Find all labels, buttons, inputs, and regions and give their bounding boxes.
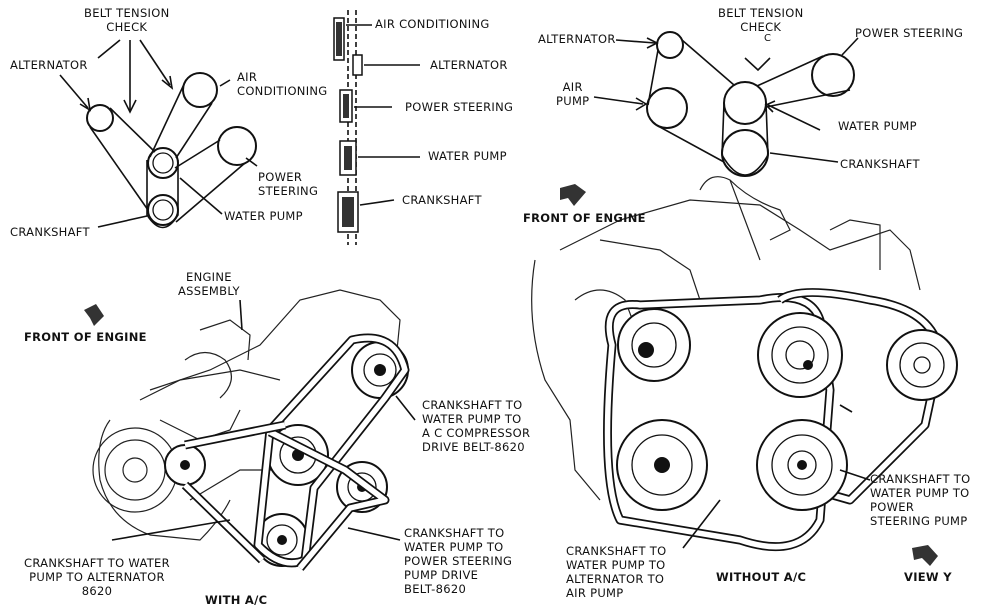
bl-belt-alt: CRANKSHAFT TO WATER PUMP TO ALTERNATOR 8… — [24, 556, 170, 598]
belt-alt-crank — [89, 126, 149, 211]
alternator-pulley — [617, 308, 691, 382]
tr-air-pump: AIR PUMP — [556, 80, 590, 108]
crankshaft-pulley — [721, 129, 769, 177]
alternator-pulley — [656, 31, 684, 59]
view-y-arrow — [912, 545, 938, 566]
br-caption: WITHOUT A/C — [716, 570, 807, 584]
power-steering-pulley — [886, 329, 958, 401]
tl-crankshaft: CRANKSHAFT — [10, 225, 90, 239]
tr-check-letter: C — [764, 33, 772, 44]
tl-belt-tension-check: BELT TENSION CHECK — [84, 6, 170, 34]
bl-caption: WITH A/C — [205, 593, 268, 607]
top-right-schematic — [560, 31, 859, 206]
bl-belt-ac: CRANKSHAFT TO WATER PUMP TO A C COMPRESS… — [422, 398, 531, 454]
tr-belt-tension-check: BELT TENSION CHECK — [718, 6, 804, 34]
water-pump-pulley — [723, 81, 767, 125]
stack-air-conditioning: AIR CONDITIONING — [375, 17, 490, 31]
stack-alternator: ALTERNATOR — [430, 58, 508, 72]
tl-alternator: ALTERNATOR — [10, 58, 88, 72]
tr-water-pump: WATER PUMP — [838, 119, 917, 133]
belt-ac — [149, 79, 187, 158]
power-steering-pulley — [811, 53, 855, 97]
stack-water-pump: WATER PUMP — [428, 149, 507, 163]
power-steering-pulley — [217, 126, 257, 166]
air-pump-pulley — [646, 87, 688, 129]
tl-water-pump: WATER PUMP — [224, 209, 303, 223]
alternator-pulley — [86, 104, 114, 132]
water-pump-pulley — [757, 312, 843, 398]
bl-engine-assembly: ENGINE ASSEMBLY — [178, 270, 240, 298]
pulley-stack — [333, 10, 420, 245]
tl-power-steering: POWER STEERING — [258, 170, 319, 198]
top-left-schematic — [59, 39, 258, 229]
stack-power-steering: POWER STEERING — [405, 100, 514, 114]
engine-with-ac — [84, 289, 416, 571]
tr-crankshaft: CRANKSHAFT — [840, 157, 920, 171]
ac-pulley — [182, 72, 218, 108]
belt-ps — [174, 139, 221, 169]
br-belt-ps: CRANKSHAFT TO WATER PUMP TO POWER STEERI… — [870, 472, 971, 528]
tr-alternator: ALTERNATOR — [538, 32, 616, 46]
br-view: VIEW Y — [904, 570, 952, 584]
tl-air-conditioning: AIR CONDITIONING — [237, 70, 328, 98]
belt-wp-crank — [146, 160, 179, 229]
bl-belt-ps: CRANKSHAFT TO WATER PUMP TO POWER STEERI… — [404, 526, 513, 596]
tr-front-of-engine: FRONT OF ENGINE — [523, 211, 646, 225]
engine-without-ac — [531, 176, 958, 566]
br-belt-air: CRANKSHAFT TO WATER PUMP TO ALTERNATOR T… — [566, 544, 667, 600]
stack-crankshaft: CRANKSHAFT — [402, 193, 482, 207]
bl-front-of-engine: FRONT OF ENGINE — [24, 330, 147, 344]
tr-power-steering: POWER STEERING — [855, 26, 964, 40]
